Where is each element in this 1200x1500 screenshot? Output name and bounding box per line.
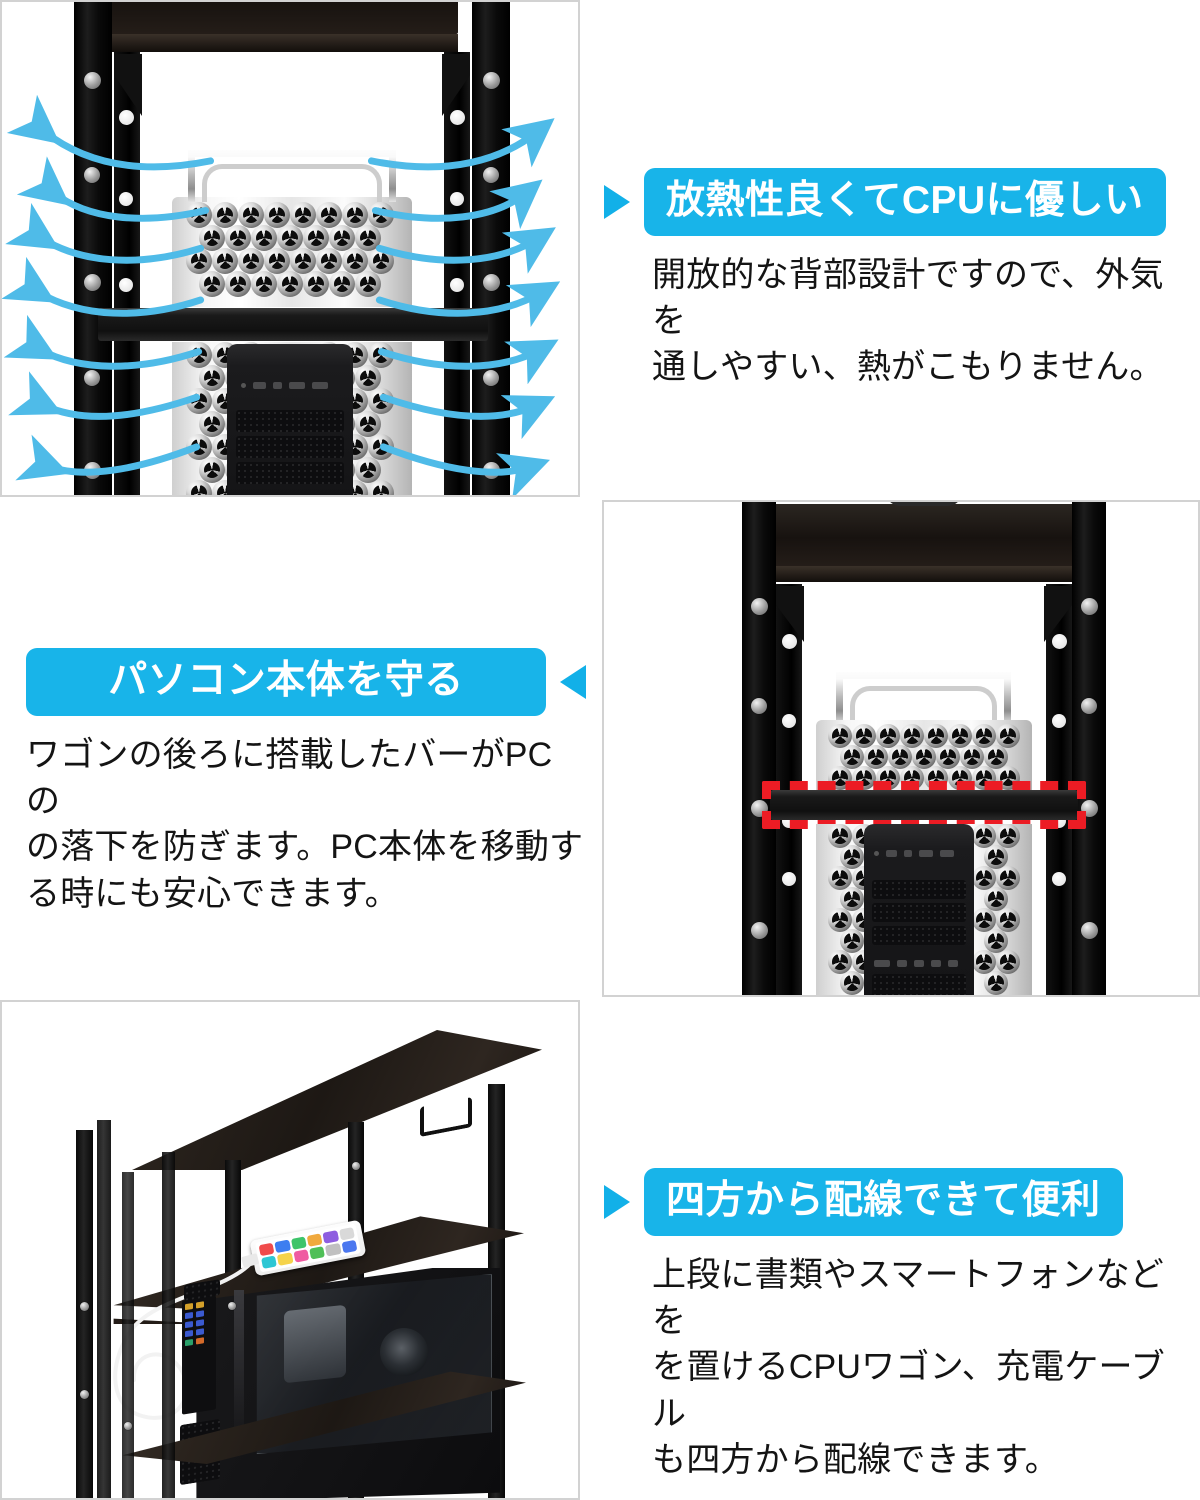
frame-hole [450, 110, 465, 125]
frame-screw [352, 1162, 360, 1170]
frame-screw [124, 1422, 132, 1430]
panel-cable-routing-text: 四方から配線できて便利 上段に書類やスマートフォンなどを を置けるCPUワゴン、… [604, 1168, 1184, 1483]
body-line: も四方から配線できます。 [652, 1440, 1059, 1479]
frame-screw [84, 72, 101, 89]
panel-protect-pc-image [602, 500, 1200, 997]
tower-io-ports [241, 382, 328, 389]
shelf-top-tab [886, 502, 962, 506]
panel-title-badge: パソコン本体を守る [26, 648, 546, 716]
body-line: ワゴンの後ろに搭載したバーがPCの [26, 736, 553, 821]
tower-mesh-vent [872, 974, 966, 995]
frame-screw [84, 462, 101, 479]
cart-rear-rail [162, 1152, 175, 1498]
mac-pro-case-lower [172, 342, 412, 495]
cart-rear-rail [122, 1172, 134, 1498]
panel-cable-routing-image [0, 1000, 580, 1500]
frame-screw [483, 167, 499, 183]
panel-body-text: 開放的な背部設計ですので、外気を 通しやすい、熱がこもりません。 [604, 252, 1174, 391]
title-row: パソコン本体を守る [26, 648, 586, 716]
panel-protect-pc-text: パソコン本体を守る ワゴンの後ろに搭載したバーがPCの の落下を防ぎます。PC本… [26, 648, 586, 917]
shelf-board-top [764, 504, 1084, 566]
panel-heat-dissipation-image [0, 0, 580, 497]
frame-screw [84, 274, 101, 291]
frame-screw [1081, 922, 1098, 939]
frame-hole [119, 110, 134, 125]
safety-bar [770, 790, 1078, 820]
frame-hole [782, 714, 796, 728]
frame-screw [751, 698, 767, 714]
frame-screw [84, 370, 100, 386]
frame-screw [80, 1302, 89, 1311]
panel-title-badge: 放熱性良くてCPUに優しい [644, 168, 1166, 236]
title-row: 放熱性良くてCPUに優しい [604, 168, 1174, 236]
triangle-left-icon [560, 665, 586, 699]
cart-leg-front-left [76, 1130, 93, 1498]
panel-heat-dissipation-text: 放熱性良くてCPUに優しい 開放的な背部設計ですので、外気を 通しやすい、熱がこ… [604, 168, 1174, 391]
pc-liquid-cooler [284, 1304, 346, 1384]
title-row: 四方から配線できて便利 [604, 1168, 1184, 1236]
frame-hole [450, 278, 464, 292]
mac-pro-case-upper [172, 197, 412, 307]
panel-title-badge: 四方から配線できて便利 [644, 1168, 1123, 1236]
frame-hole [782, 634, 797, 649]
frame-screw [483, 274, 500, 291]
pc-front-edge [234, 1290, 244, 1450]
shelf-board-top [106, 2, 458, 34]
frame-post-right-inner [444, 52, 470, 495]
frame-hole [450, 192, 464, 206]
body-line: 開放的な背部設計ですので、外気を [652, 256, 1164, 341]
frame-post-left-inner [114, 52, 140, 495]
shelf-board-edge [764, 566, 1084, 582]
cart-leg-mid-left [97, 1120, 111, 1498]
body-line: る時にも安心できます。 [26, 874, 399, 913]
tower-io-ports [874, 850, 954, 857]
frame-screw [751, 598, 768, 615]
frame-screw [751, 922, 768, 939]
frame-post-left-outer [742, 502, 776, 995]
panel-body-text: ワゴンの後ろに搭載したバーがPCの の落下を防ぎます。PC本体を移動す る時にも… [26, 732, 586, 917]
triangle-right-icon [604, 1185, 630, 1219]
tower-mesh-vent [872, 926, 966, 945]
frame-hole [119, 278, 133, 292]
pc-case-fan [380, 1328, 428, 1376]
tower-mesh-vent [872, 903, 966, 922]
case-lattice [828, 824, 1020, 995]
tower-mesh-vent [236, 462, 344, 484]
frame-screw [1081, 598, 1098, 615]
frame-hole [1052, 872, 1066, 886]
frame-post-right-outer [1072, 502, 1106, 995]
frame-screw [80, 1390, 89, 1399]
mac-pro-handle [188, 150, 396, 202]
frame-screw [483, 370, 499, 386]
tower-mesh-vent [236, 410, 344, 432]
inner-pc-tower [864, 824, 974, 995]
safety-bar-highlight-box [762, 781, 1086, 829]
frame-screw [1081, 698, 1097, 714]
pc-io-panel [182, 1295, 216, 1415]
mac-pro-handle-inner [850, 686, 997, 724]
tower-mesh-vent [872, 880, 966, 899]
frame-hole [782, 872, 796, 886]
body-line: の落下を防ぎます。PC本体を移動す [26, 828, 584, 867]
case-lattice [186, 202, 398, 302]
frame-screw [483, 462, 500, 479]
shelf-board-edge [106, 34, 458, 52]
safety-bar [98, 308, 488, 341]
frame-screw [483, 72, 500, 89]
panel-body-text: 上段に書類やスマートフォンなどを を置けるCPUワゴン、充電ケーブル も四方から… [604, 1252, 1184, 1483]
mac-pro-case-lower [816, 824, 1032, 995]
tower-mesh-vent [236, 436, 344, 458]
tower-io-ports-bottom [874, 960, 958, 967]
triangle-right-icon [604, 185, 630, 219]
frame-hole [119, 192, 133, 206]
inner-pc-tower [227, 344, 353, 495]
frame-hole [1052, 714, 1066, 728]
body-line: を置けるCPUワゴン、充電ケーブル [652, 1348, 1165, 1433]
frame-screw [228, 1302, 236, 1310]
body-line: 上段に書類やスマートフォンなどを [652, 1256, 1164, 1341]
mac-pro-handle-inner [202, 164, 382, 202]
body-line: 通しやすい、熱がこもりません。 [652, 348, 1164, 387]
frame-screw [84, 167, 100, 183]
frame-hole [1052, 634, 1067, 649]
